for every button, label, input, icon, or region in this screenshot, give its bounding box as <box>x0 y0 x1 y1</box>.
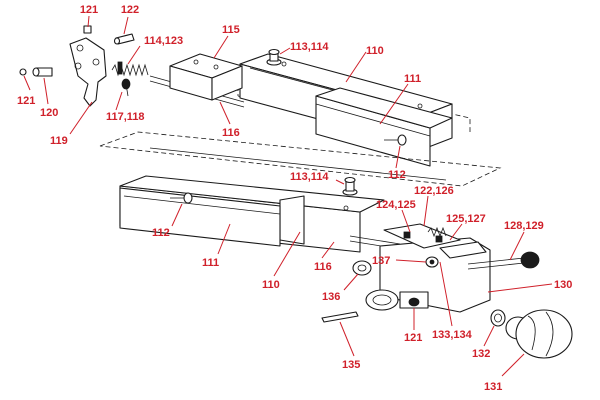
callout-122: 122 <box>121 4 139 16</box>
callout-121-left: 121 <box>17 95 35 107</box>
knob-128-129 <box>467 251 540 270</box>
lower-bolt-113-114 <box>342 176 358 196</box>
callout-112-upper: 112 <box>388 169 406 181</box>
upper-sleeve-111 <box>315 87 453 167</box>
callout-131: 131 <box>484 381 502 393</box>
upper-screw-112 <box>384 134 407 146</box>
large-knob-131 <box>505 309 573 359</box>
callout-116-upper: 116 <box>222 127 240 139</box>
callout-110-lower: 110 <box>262 279 280 291</box>
callout-122-126: 122,126 <box>414 185 454 197</box>
callout-130: 130 <box>554 279 572 291</box>
callout-111-lower: 111 <box>202 257 219 269</box>
block-115 <box>169 53 243 101</box>
lower-sleeve-111 <box>119 187 281 247</box>
callout-114-123: 114,123 <box>144 35 183 47</box>
screw-117-118 <box>121 78 131 97</box>
callout-112-lower: 112 <box>152 227 170 239</box>
pin-122 <box>113 33 135 45</box>
trigger-119 <box>69 37 107 107</box>
callout-132: 132 <box>472 348 490 360</box>
upper-bolt-113-114 <box>266 48 282 66</box>
gear-136 <box>352 260 372 276</box>
lower-plane-outline <box>99 131 502 187</box>
screw-121-lower <box>408 297 420 307</box>
callout-119: 119 <box>50 135 68 147</box>
callout-113-114-upper: 113,114 <box>290 41 329 53</box>
callout-115: 115 <box>222 24 240 36</box>
nut-132 <box>490 309 506 327</box>
callout-121-lower: 121 <box>404 332 422 344</box>
housing-130 <box>365 237 491 313</box>
callout-125-127: 125,127 <box>446 213 486 225</box>
callout-110-upper: 110 <box>366 45 384 57</box>
callout-111-upper: 111 <box>404 73 421 85</box>
callout-113-114-lower: 113,114 <box>290 171 329 183</box>
small-screw-121-left <box>19 68 27 76</box>
clip-135 <box>321 311 359 323</box>
callout-120: 120 <box>40 107 58 119</box>
callout-117-118: 117,118 <box>106 111 145 123</box>
pin-120 <box>32 67 53 77</box>
spring-114-123 <box>111 61 149 77</box>
callout-136: 136 <box>322 291 340 303</box>
callout-124-125: 124,125 <box>376 199 416 211</box>
callout-116-lower: 116 <box>314 261 332 273</box>
callout-135: 135 <box>342 359 360 371</box>
callout-labels: 121 122 114,123 115 113,114 110 121 120 … <box>17 4 572 393</box>
lower-screw-112 <box>170 192 193 204</box>
callout-121-top: 121 <box>80 4 98 16</box>
callout-137: 137 <box>372 255 390 267</box>
callout-133-134: 133,134 <box>432 329 473 341</box>
leader-lines <box>23 15 553 377</box>
pin-121-top <box>83 25 92 34</box>
pin-137 <box>425 256 439 268</box>
callout-128-129: 128,129 <box>504 220 544 232</box>
